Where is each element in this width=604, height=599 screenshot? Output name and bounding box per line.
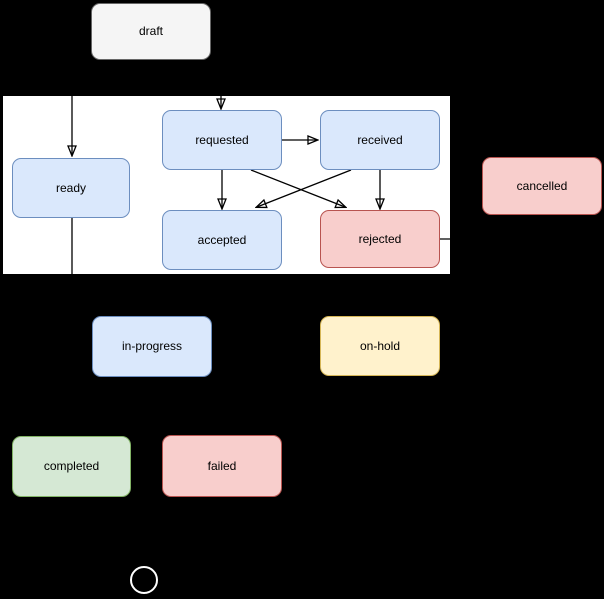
edge-received-accepted: [257, 169, 352, 207]
state-label-draft: draft: [138, 24, 163, 39]
state-node-accepted: accepted: [162, 210, 282, 270]
state-node-rejected: rejected: [320, 210, 440, 268]
state-node-in-progress: in-progress: [92, 316, 212, 377]
state-label-on-hold: on-hold: [359, 338, 401, 353]
state-label-in-progress: in-progress: [121, 339, 183, 354]
edge-ready-in-progress: [71, 218, 152, 313]
end-state-circle: [130, 566, 158, 594]
state-label-accepted: accepted: [197, 232, 247, 247]
state-node-ready: ready: [12, 158, 130, 218]
state-node-on-hold: on-hold: [320, 316, 440, 376]
edge-draft-ready: [72, 60, 152, 155]
state-node-failed: failed: [162, 435, 282, 497]
state-label-requested: requested: [195, 132, 249, 147]
state-label-ready: ready: [55, 180, 87, 195]
state-node-draft: draft: [91, 3, 211, 60]
state-node-cancelled: cancelled: [482, 157, 602, 215]
state-label-cancelled: cancelled: [516, 178, 568, 193]
state-label-failed: failed: [207, 458, 237, 473]
edge-rejected-cancelled: [440, 186, 479, 240]
state-label-received: received: [357, 132, 403, 147]
state-node-received: received: [320, 110, 440, 170]
state-label-completed: completed: [43, 459, 100, 474]
state-label-rejected: rejected: [358, 231, 402, 246]
state-node-completed: completed: [12, 436, 131, 497]
edge-draft-requested: [150, 60, 221, 108]
edge-requested-rejected: [250, 169, 345, 207]
state-node-requested: requested: [162, 110, 282, 170]
